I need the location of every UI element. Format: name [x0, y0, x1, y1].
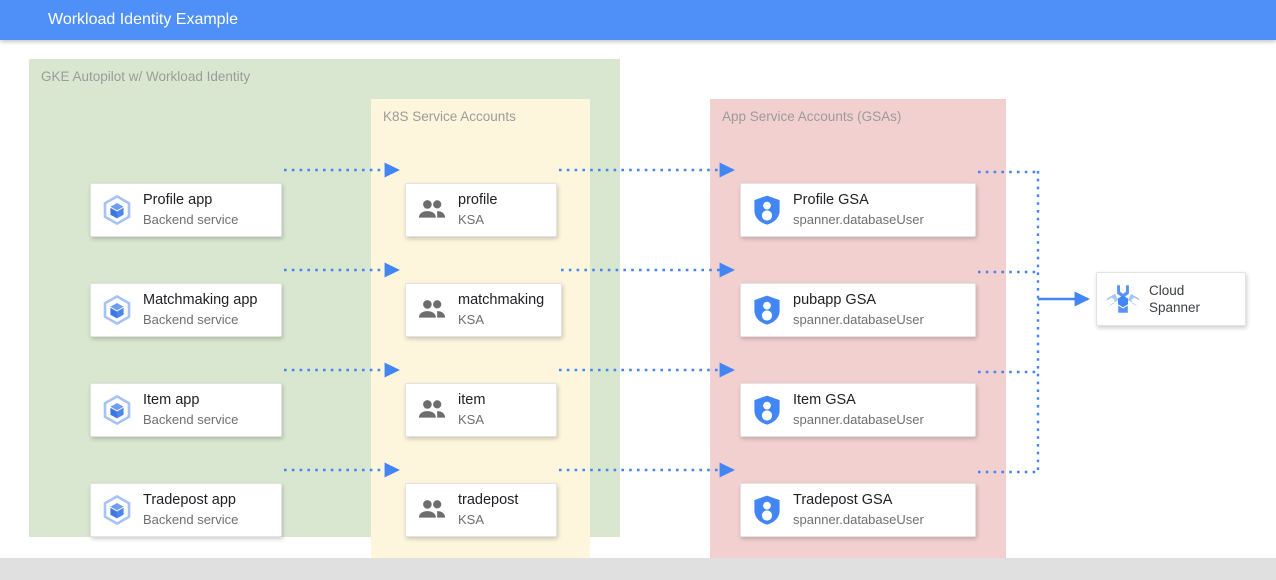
node-title: Matchmaking app — [143, 292, 258, 308]
diagram-canvas: GKE Autopilot w/ Workload Identity K8S S… — [0, 40, 1276, 559]
node-subtitle: spanner.databaseUser — [793, 312, 924, 327]
node-title: Item app — [143, 392, 200, 408]
node-gsa-item[interactable]: Item GSA spanner.databaseUser — [740, 383, 976, 437]
shield-person-icon — [741, 184, 793, 236]
node-title: Profile GSA — [793, 192, 869, 208]
gke-cube-icon — [91, 484, 143, 536]
title-bar: Workload Identity Example — [0, 0, 1276, 40]
zone-gke-label: GKE Autopilot w/ Workload Identity — [41, 69, 251, 84]
node-app-matchmaking[interactable]: Matchmaking app Backend service — [90, 283, 282, 337]
node-title: matchmaking — [458, 292, 545, 308]
node-title: Tradepost app — [143, 492, 236, 508]
people-icon — [406, 184, 458, 236]
node-subtitle: spanner.databaseUser — [793, 512, 924, 527]
node-gsa-profile[interactable]: Profile GSA spanner.databaseUser — [740, 183, 976, 237]
node-app-tradepost[interactable]: Tradepost app Backend service — [90, 483, 282, 537]
zone-gsa-label: App Service Accounts (GSAs) — [722, 109, 902, 124]
footer-strip — [0, 558, 1276, 580]
node-ksa-profile[interactable]: profile KSA — [405, 183, 557, 237]
people-icon — [406, 484, 458, 536]
node-title-line1: Cloud — [1149, 283, 1185, 298]
cloud-spanner-icon — [1097, 273, 1149, 325]
node-cloud-spanner[interactable]: Cloud Spanner — [1096, 272, 1246, 326]
node-subtitle: KSA — [458, 312, 485, 327]
shield-person-icon — [741, 384, 793, 436]
zone-ksa-label: K8S Service Accounts — [383, 109, 516, 124]
node-gsa-pubapp[interactable]: pubapp GSA spanner.databaseUser — [740, 283, 976, 337]
gke-cube-icon — [91, 384, 143, 436]
node-title: item — [458, 392, 486, 408]
node-subtitle: KSA — [458, 212, 485, 227]
node-app-profile[interactable]: Profile app Backend service — [90, 183, 282, 237]
people-icon — [406, 384, 458, 436]
shield-person-icon — [741, 284, 793, 336]
node-gsa-tradepost[interactable]: Tradepost GSA spanner.databaseUser — [740, 483, 976, 537]
node-title: tradepost — [458, 492, 519, 508]
node-title: Item GSA — [793, 392, 856, 408]
node-title: Tradepost GSA — [793, 492, 893, 508]
node-subtitle: spanner.databaseUser — [793, 212, 924, 227]
shield-person-icon — [741, 484, 793, 536]
people-icon — [406, 284, 458, 336]
connector-layer — [284, 162, 1090, 478]
node-ksa-tradepost[interactable]: tradepost KSA — [405, 483, 557, 537]
node-subtitle: Backend service — [143, 312, 239, 327]
node-title: profile — [458, 192, 498, 208]
node-title: Profile app — [143, 192, 213, 208]
node-subtitle: spanner.databaseUser — [793, 412, 924, 427]
node-subtitle: KSA — [458, 512, 485, 527]
gke-cube-icon — [91, 184, 143, 236]
node-title-line2: Spanner — [1149, 300, 1201, 315]
node-ksa-item[interactable]: item KSA — [405, 383, 557, 437]
node-subtitle: Backend service — [143, 512, 239, 527]
gke-cube-icon — [91, 284, 143, 336]
node-subtitle: Backend service — [143, 412, 239, 427]
page-title: Workload Identity Example — [48, 11, 239, 28]
node-subtitle: Backend service — [143, 212, 239, 227]
node-subtitle: KSA — [458, 412, 485, 427]
node-ksa-matchmaking[interactable]: matchmaking KSA — [405, 283, 562, 337]
node-title: pubapp GSA — [793, 292, 877, 308]
node-app-item[interactable]: Item app Backend service — [90, 383, 282, 437]
